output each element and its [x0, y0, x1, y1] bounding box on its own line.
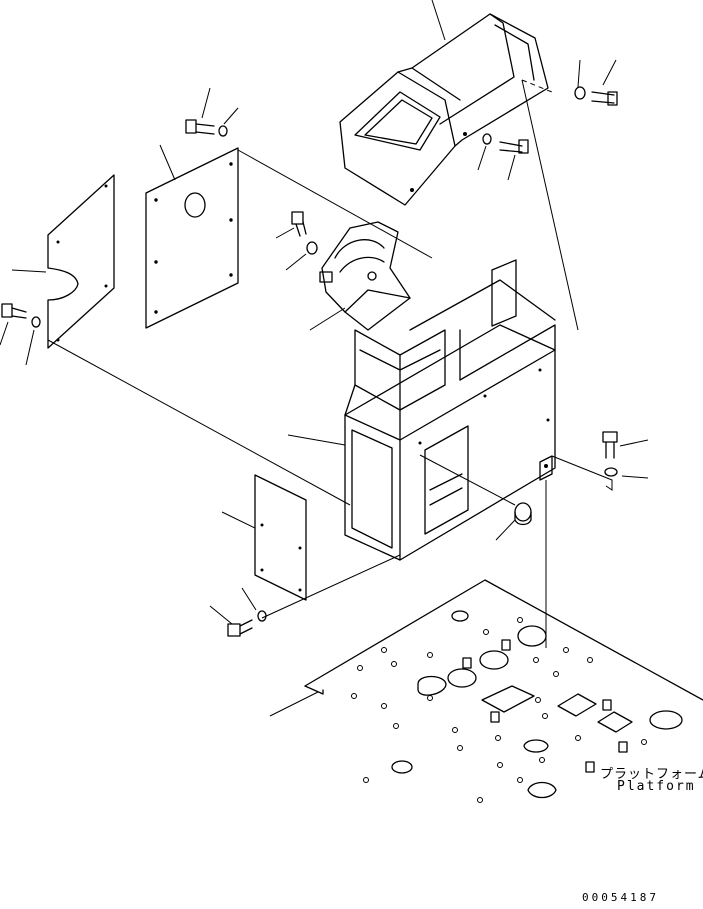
plug: [419, 454, 532, 541]
side-plate: [47, 174, 115, 349]
console-cover: [339, 13, 549, 206]
bolt-washer-lower: [209, 587, 267, 637]
cover-plate: [145, 147, 239, 329]
bracket-right: [539, 455, 613, 491]
bolt-washer-upper: [185, 87, 239, 137]
base-frame: [344, 259, 556, 561]
lever-assembly: [319, 221, 411, 331]
access-plate: [254, 474, 307, 601]
platform-label-en: Platform: [617, 779, 696, 794]
platform-label-jp: プラットフォーム: [600, 767, 703, 782]
bolt-washer-left: [0, 303, 41, 366]
bolt-washer-right: [602, 431, 649, 479]
bolt-washer-lever: [275, 211, 318, 271]
drawing-number: 00054187: [582, 891, 659, 904]
bolt-washer-top: [477, 59, 618, 181]
platform: [269, 579, 703, 803]
